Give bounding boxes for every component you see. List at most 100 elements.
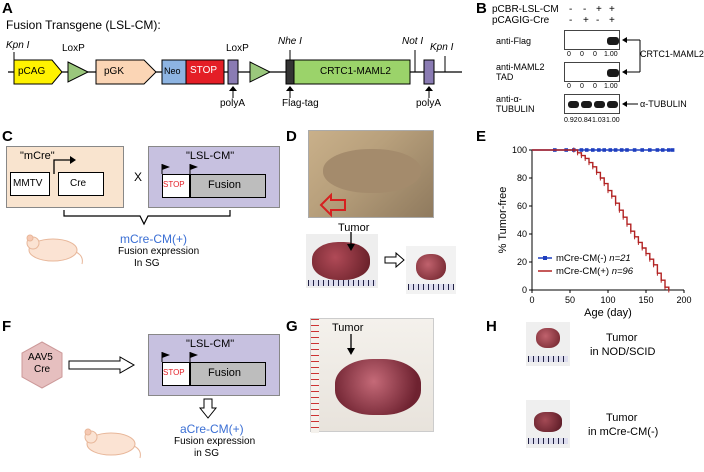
loxp-flags-f: [161, 352, 198, 362]
tubulin-band-2: [581, 101, 592, 108]
anti-maml2-band: [607, 69, 619, 77]
x-tick-label: 50: [565, 295, 575, 305]
legend-label-2: mCre-CM(+) n=96: [556, 266, 634, 277]
y-tick-label: 100: [512, 145, 527, 155]
flag-tag-label: Flag-tag: [282, 98, 319, 109]
h-tumor2-sublabel: in mCre-CM(-): [588, 426, 659, 438]
blot3-label: anti-α- TUBULIN: [496, 94, 535, 114]
mmtv-arrow: [53, 156, 76, 174]
mouse-body: [323, 149, 421, 193]
mouse-photo: [308, 130, 434, 218]
y-tick-label: 20: [517, 257, 527, 267]
flag-tag-box: [285, 59, 295, 85]
mmtv-label: MMTV: [13, 178, 43, 189]
transgene-title: Fusion Transgene (LSL-CM):: [6, 18, 161, 32]
h-tumor1-sublabel: in NOD/SCID: [590, 346, 656, 358]
kpn1-site-label: Kpn I: [6, 40, 30, 51]
acre-cm-result-line2: Fusion expression: [174, 436, 256, 447]
transgene-diagram: [8, 50, 462, 98]
series-1-point: [655, 148, 660, 152]
tumor-g: [335, 359, 421, 415]
blot2-value-1: 0: [567, 83, 571, 90]
row1-sign-3: +: [596, 4, 602, 15]
anti-maml2-blot: [564, 62, 620, 82]
aav5-label: AAV5: [28, 352, 53, 363]
fusion-label-f: Fusion: [208, 367, 242, 379]
legend-marker-1: [543, 256, 547, 260]
tumor-label-d: Tumor: [338, 222, 370, 234]
open-arrow-d: [384, 251, 405, 269]
loxp1-triangle: [67, 61, 90, 83]
tubulin-band-1: [568, 101, 579, 108]
h-tumor1-label: Tumor: [606, 332, 638, 344]
x-axis-label: Age (day): [584, 307, 632, 319]
series-1-point: [670, 148, 675, 152]
legend-label-1: mCre-CM(-) n=21: [556, 253, 631, 264]
blot-arrows: [622, 37, 641, 107]
loxp-flags-c: [161, 164, 198, 174]
open-arrow-f: [68, 356, 136, 374]
tumor-photo-d2: [406, 246, 456, 294]
x-tick-label: 150: [638, 295, 653, 305]
kpn2-site-label: Kpn I: [430, 42, 454, 53]
y-tick-label: 80: [517, 173, 527, 183]
series-1-point: [597, 148, 601, 152]
acre-cm-result: aCre-CM(+): [180, 422, 244, 436]
panel-label-c: C: [2, 128, 13, 145]
pgk-promoter: [95, 59, 157, 85]
blot2-label: anti-MAML2 TAD: [496, 62, 545, 82]
panel-label-g: G: [286, 318, 298, 335]
lslcm-label-f: "LSL-CM": [186, 338, 235, 350]
cre-box: [58, 172, 104, 196]
cross-bracket: [63, 210, 231, 226]
y-axis-label: % Tumor-free: [497, 187, 509, 254]
crtc1-maml2-label: CRTC1-MAML2: [320, 66, 391, 77]
tumor-label-g: Tumor: [332, 322, 364, 334]
row2-sign-3: -: [596, 15, 600, 26]
neo-box: [161, 59, 187, 85]
row2-label: pCAGIG-Cre: [492, 15, 550, 26]
stop-box-c: [162, 174, 190, 198]
mcre-label: "mCre": [20, 150, 55, 162]
panel-label-h: H: [486, 318, 497, 335]
mcre-cm-result: mCre-CM(+): [120, 232, 187, 246]
row1-sign-2: -: [583, 4, 587, 15]
stop-label-f: STOP: [163, 368, 185, 377]
blot2-value-2: 0: [580, 83, 584, 90]
series-1-point: [625, 148, 629, 152]
crtc1-maml2-box: [293, 59, 411, 85]
ruler-d2: [408, 284, 454, 290]
y-tick-label: 60: [517, 201, 527, 211]
stop-box: [185, 59, 225, 85]
aav-hexagon: [21, 341, 63, 389]
tumor-photo-g: [310, 318, 434, 433]
y-tick-label: 0: [522, 285, 527, 295]
blot2-value-4: 1.00: [604, 83, 618, 90]
series-1-point: [584, 148, 589, 152]
polya2-box: [423, 59, 435, 85]
pgk-label: pGK: [104, 66, 125, 77]
mouse-icon-c: [26, 234, 83, 265]
series-1-point: [640, 148, 644, 152]
polya2-label: polyA: [416, 98, 442, 109]
panel-label-a: A: [2, 0, 13, 17]
series-1-point: [579, 148, 584, 152]
fusion-label-c: Fusion: [208, 179, 242, 191]
h-tumor2-label: Tumor: [606, 412, 638, 424]
blot1-value-2: 0: [580, 51, 584, 58]
y-tick-label: 40: [517, 229, 527, 239]
loxp1-label: LoxP: [62, 43, 85, 54]
row2-sign-2: +: [583, 15, 589, 26]
stop-label-c: STOP: [163, 180, 185, 189]
blot3-value-2: 0.84: [578, 117, 592, 124]
polya1-label: polyA: [220, 98, 246, 109]
fusion-box-f: [190, 362, 266, 386]
mouse-icon-f: [84, 428, 141, 459]
row1-sign-1: -: [569, 4, 573, 15]
pcag-label: pCAG: [18, 66, 46, 77]
blot3-value-3: 1.03: [592, 117, 606, 124]
tubulin-band-4: [607, 101, 618, 108]
pcag-promoter: [13, 59, 63, 85]
ruler-h2: [528, 438, 568, 444]
